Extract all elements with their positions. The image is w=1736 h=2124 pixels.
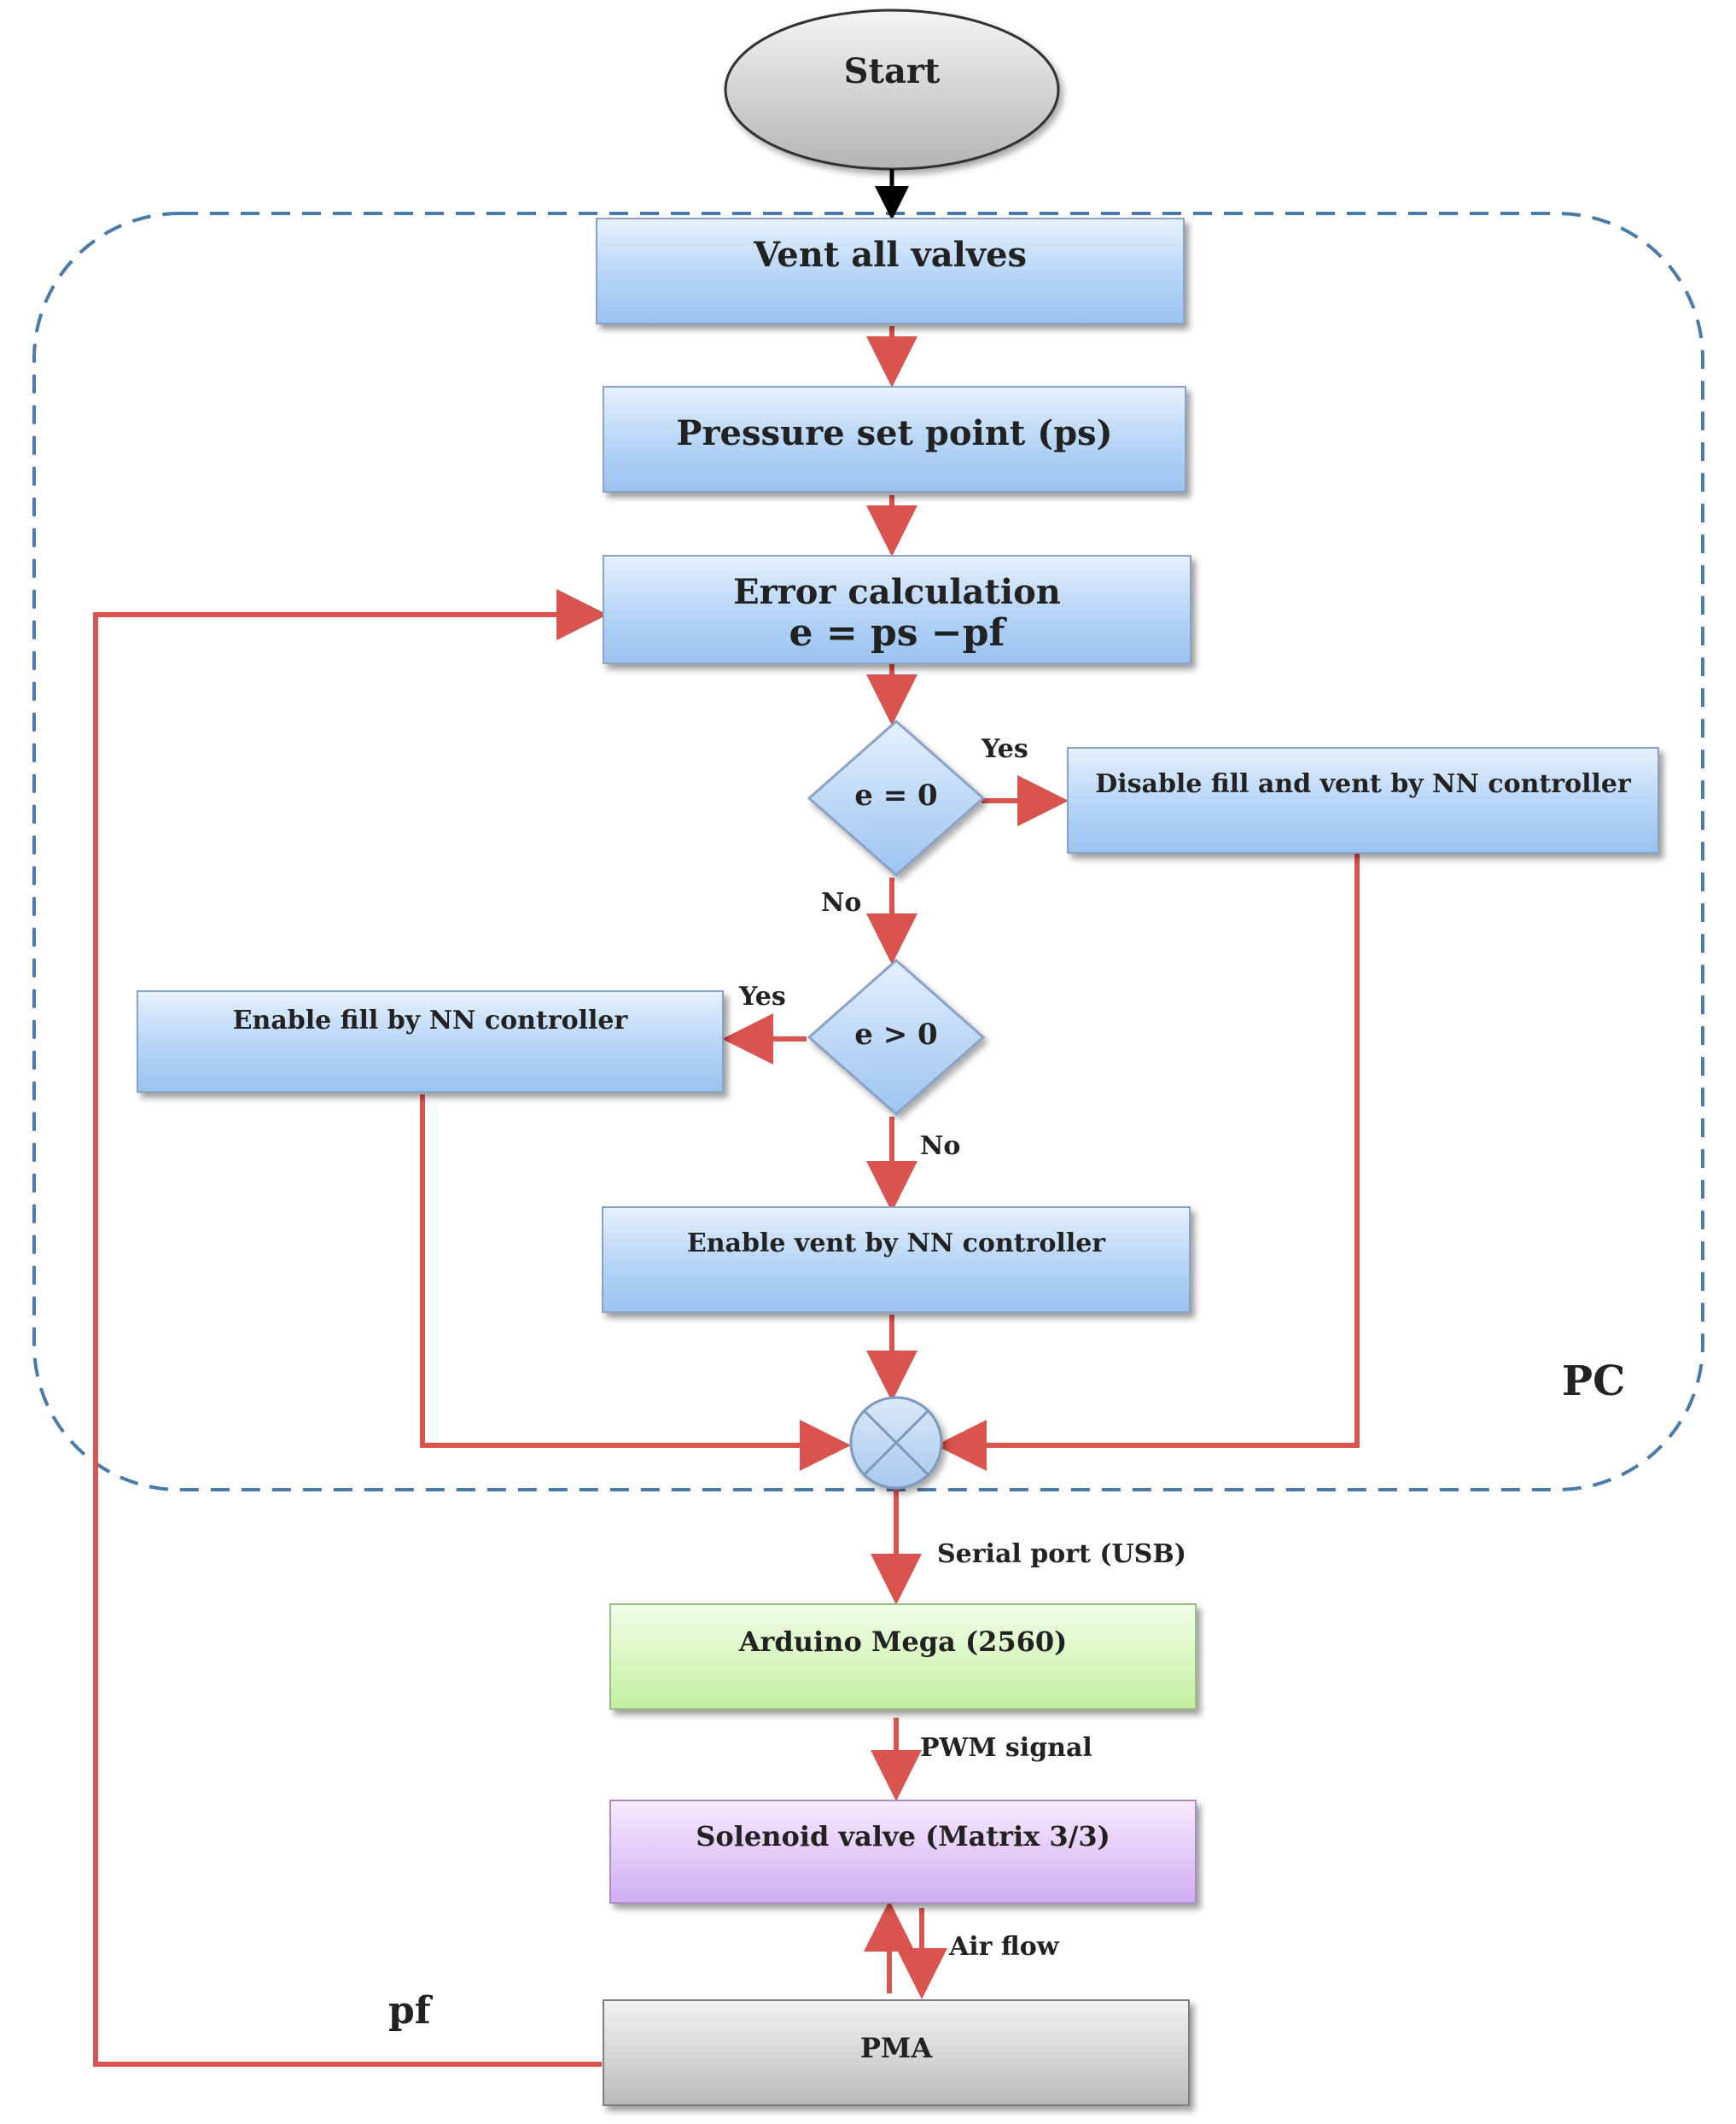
pressure-setpoint-box: Pressure set point (ps) bbox=[603, 386, 1186, 493]
arduino-text: Arduino Mega (2560) bbox=[738, 1625, 1068, 1658]
disable-fill-vent-box: Disable fill and vent by NN controller bbox=[1067, 747, 1659, 854]
summing-junction bbox=[849, 1396, 943, 1490]
vent-all-valves-text: Vent all valves bbox=[753, 235, 1028, 275]
error-calculation-box: Error calculation e = ps −pf bbox=[603, 555, 1191, 664]
pc-boundary bbox=[32, 212, 1704, 1491]
disable-fill-vent-text: Disable fill and vent by NN controller bbox=[1095, 769, 1631, 799]
enable-fill-text: Enable fill by NN controller bbox=[232, 1006, 628, 1036]
enable-fill-box: Enable fill by NN controller bbox=[137, 990, 724, 1093]
feedback-line-pf bbox=[93, 589, 608, 2067]
decision-e-greater-zero bbox=[807, 958, 986, 1117]
air-flow-label: Air flow bbox=[949, 1932, 1059, 1962]
pma-box: PMA bbox=[603, 1999, 1190, 2106]
arrow-disable-to-summer bbox=[935, 852, 1360, 1471]
decision-eq-text: e = 0 bbox=[854, 779, 938, 813]
pressure-setpoint-text: Pressure set point (ps) bbox=[676, 413, 1113, 453]
enable-vent-box: Enable vent by NN controller bbox=[602, 1206, 1191, 1313]
arduino-box: Arduino Mega (2560) bbox=[609, 1603, 1197, 1710]
vent-all-valves-box: Vent all valves bbox=[596, 218, 1185, 324]
solenoid-valve-box: Solenoid valve (Matrix 3/3) bbox=[609, 1800, 1197, 1904]
pc-label: PC bbox=[1562, 1357, 1626, 1405]
error-calculation-title: Error calculation bbox=[733, 571, 1061, 612]
decision-gt-text: e > 0 bbox=[854, 1018, 938, 1052]
pma-text: PMA bbox=[859, 2032, 933, 2064]
decision-e-equals-zero bbox=[807, 719, 986, 878]
pwm-signal-label: PWM signal bbox=[920, 1733, 1092, 1763]
yes-label-eq: Yes bbox=[982, 734, 1028, 764]
arrow-enablefill-to-summer bbox=[420, 1094, 851, 1471]
error-formula: e = ps −pf bbox=[789, 610, 1005, 655]
no-label-gt: No bbox=[920, 1131, 961, 1161]
start-label: Start bbox=[843, 51, 941, 91]
enable-vent-text: Enable vent by NN controller bbox=[686, 1228, 1106, 1258]
yes-label-gt: Yes bbox=[739, 982, 786, 1012]
pf-feedback-label: pf bbox=[388, 1989, 431, 2033]
no-label-eq: No bbox=[821, 888, 862, 918]
serial-port-label: Serial port (USB) bbox=[937, 1539, 1186, 1569]
solenoid-valve-text: Solenoid valve (Matrix 3/3) bbox=[696, 1820, 1110, 1853]
